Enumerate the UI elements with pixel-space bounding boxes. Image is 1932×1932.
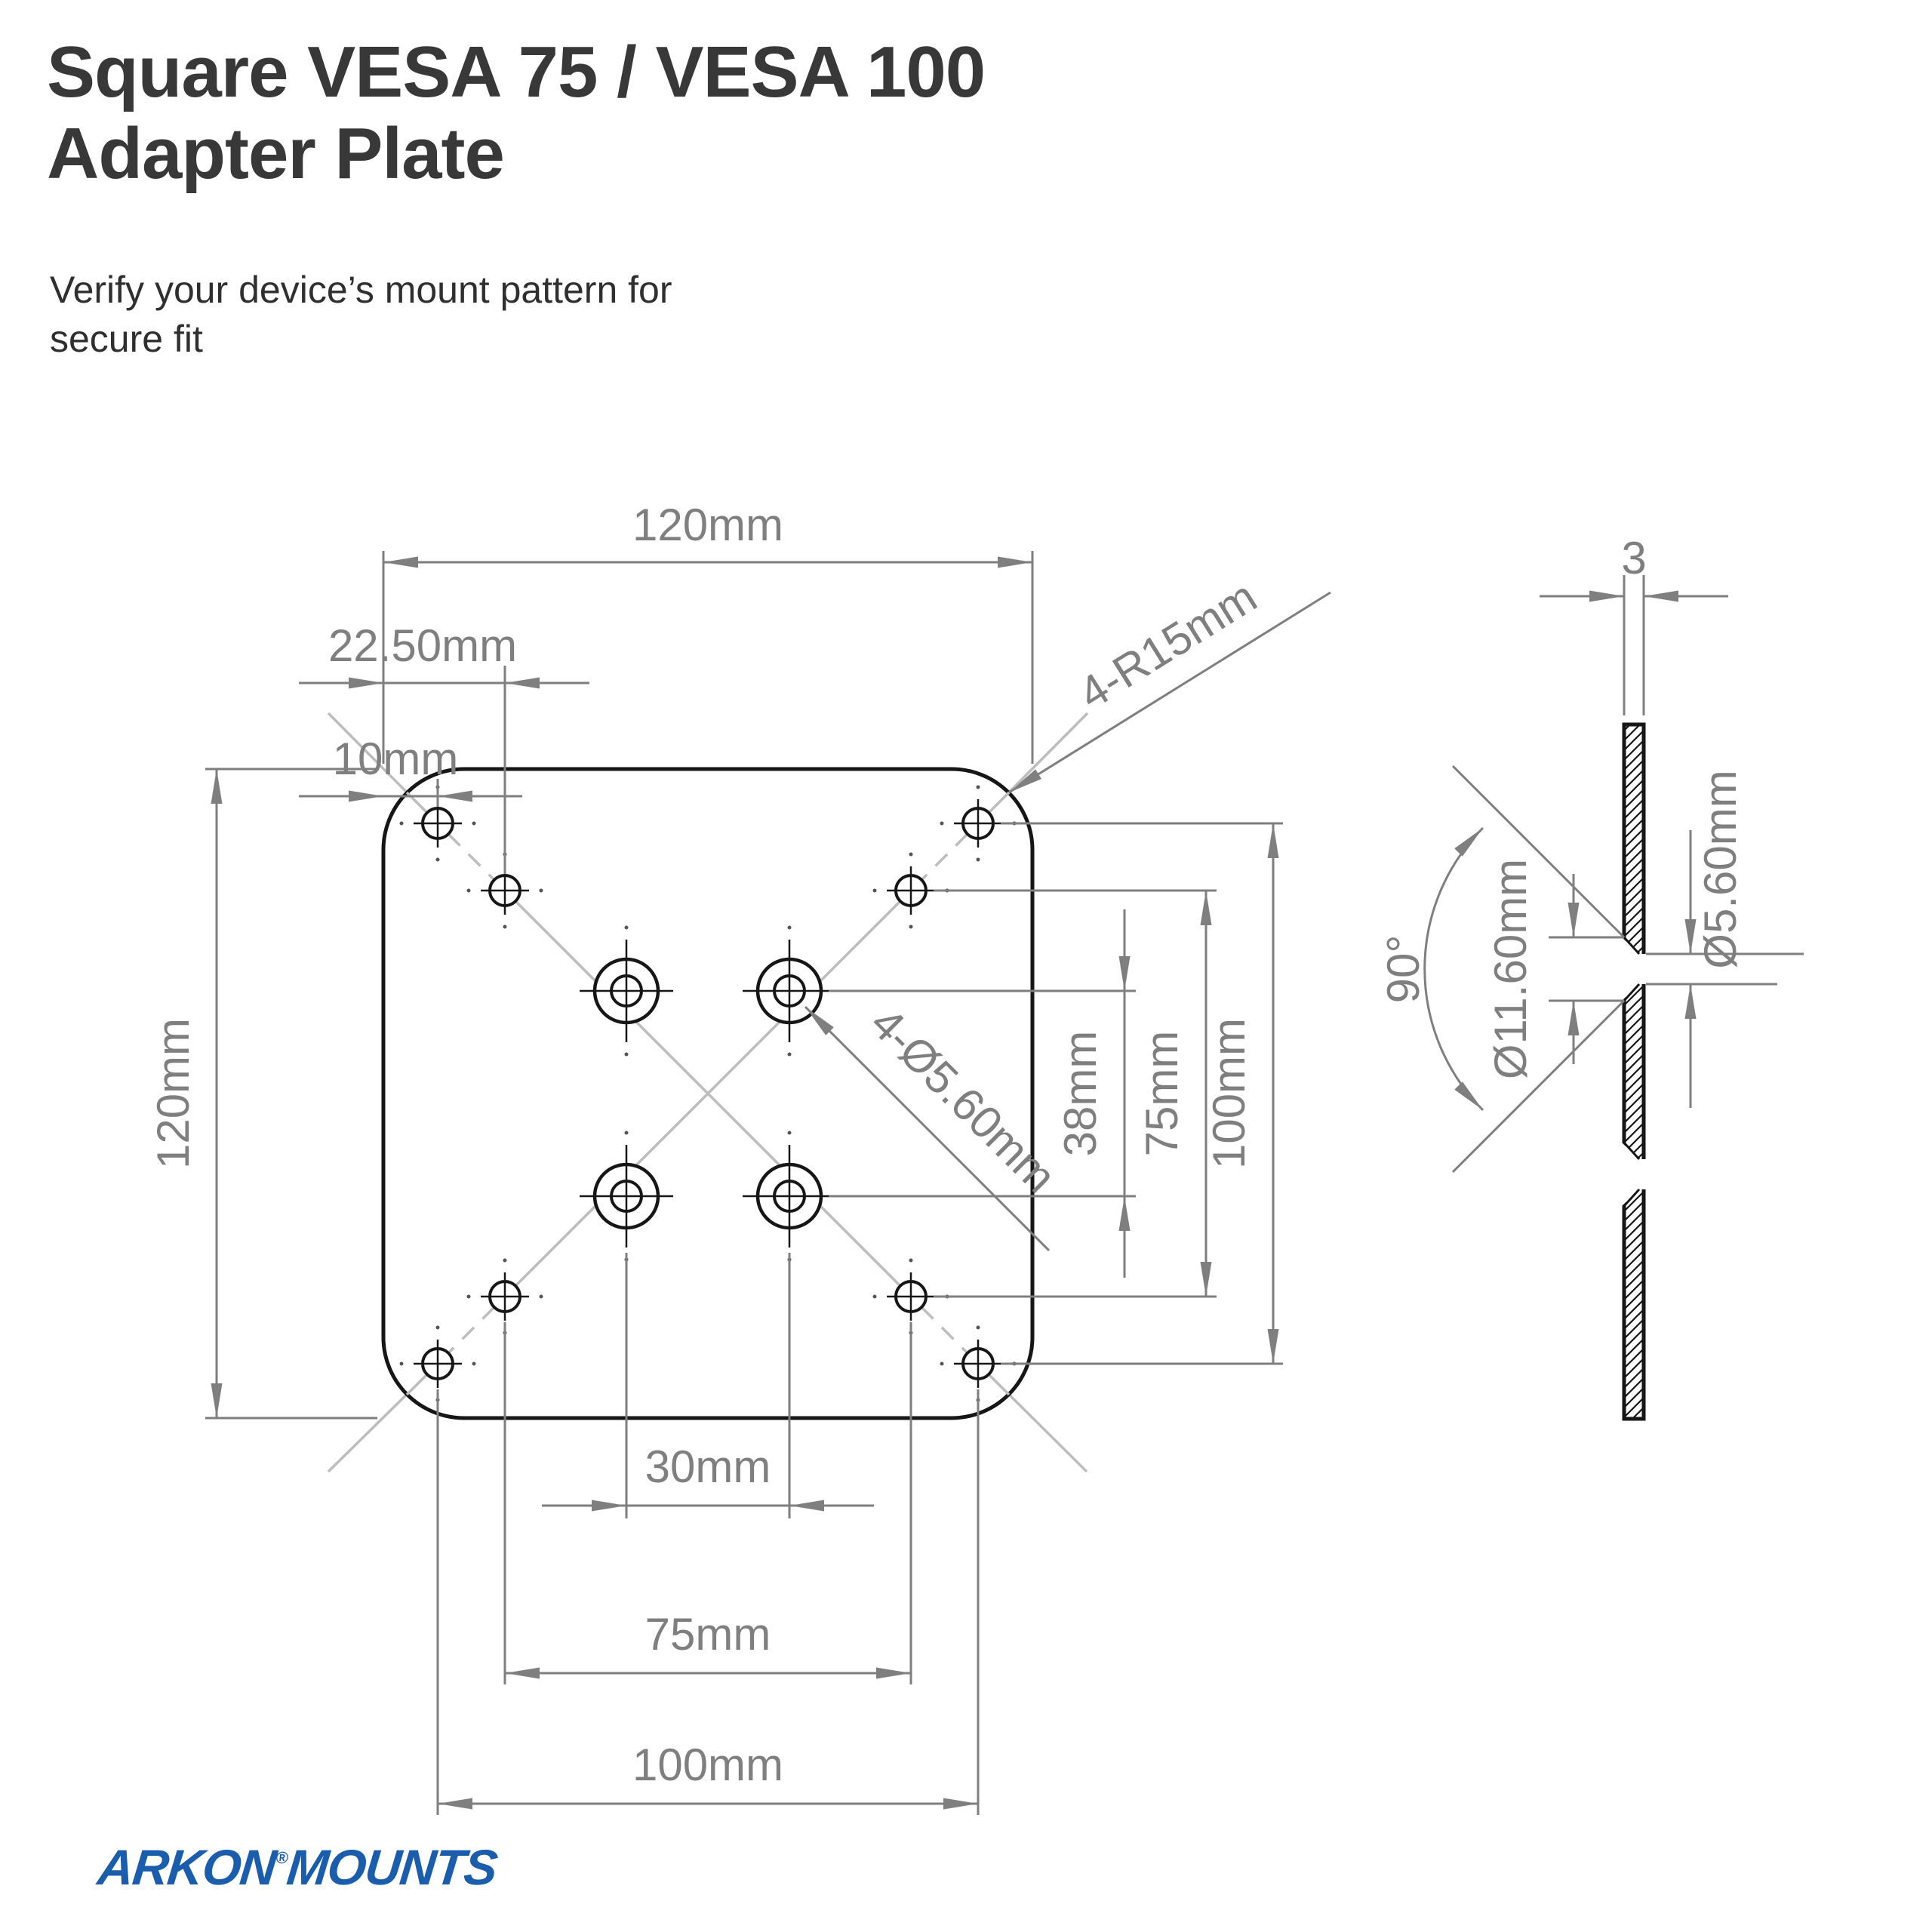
dim-label-plate-height: 120mm (148, 1018, 198, 1169)
page-title: Square VESA 75 / VESA 100 Adapter Plate (47, 32, 986, 194)
dim-label-countersink-angle: 90° (1378, 935, 1429, 1004)
dim-vesa75-width: 75mm (505, 1609, 911, 1679)
page-title-line1: Square VESA 75 / VESA 100 (47, 32, 986, 112)
front-view: 120mm 22.50mm 10mm 4-R15mm 4-Ø5.60mm (148, 500, 1331, 1815)
dim-label-corner-radius: 4-R15mm (1070, 571, 1266, 718)
page-subtitle-line2: secure fit (50, 318, 203, 360)
dim-label-vesa75-width: 75mm (645, 1609, 771, 1660)
side-view: 3 90° Ø11.60mm Ø5.60mm (1378, 533, 1804, 1421)
dim-label-amps-height: 38mm (1055, 1031, 1106, 1157)
dim-label-vesa75-height: 75mm (1137, 1031, 1187, 1157)
dim-through-hole-diameter: Ø5.60mm (1646, 770, 1804, 1108)
dim-label-vesa75-edge-inset: 22.50mm (328, 620, 517, 671)
dim-label-vesa100-height: 100mm (1204, 1018, 1254, 1169)
dim-thickness: 3 (1540, 533, 1728, 715)
dim-vesa100-edge-inset: 10mm (299, 734, 522, 807)
dim-amps-height: 38mm (1055, 909, 1131, 1278)
brand-logo: ARKON®MOUNTS (95, 1838, 500, 1896)
dim-countersink-angle: 90° (1378, 764, 1626, 1174)
dim-amps-width: 30mm (542, 1441, 874, 1512)
dim-vesa75-edge-inset: 22.50mm (299, 620, 589, 874)
section-countersink-hole-upper (1622, 936, 1646, 1002)
brand-logo-mounts: MOUNTS (284, 1839, 500, 1895)
dim-plate-width: 120mm (382, 500, 1034, 764)
dim-corner-radius: 4-R15mm (1008, 571, 1331, 794)
dim-bottom-extensions (436, 1253, 980, 1815)
dim-label-amps-width: 30mm (645, 1441, 771, 1492)
dim-vesa75-height: 75mm (1137, 891, 1212, 1297)
dim-vesa100-width: 100mm (438, 1740, 978, 1810)
dim-label-through-hole-diameter: Ø5.60mm (1695, 770, 1746, 968)
section-bar (1622, 722, 1646, 1421)
dim-label-plate-width: 120mm (632, 500, 783, 550)
dim-label-thickness: 3 (1621, 533, 1646, 583)
dim-label-countersink-diameter: Ø11.60mm (1485, 859, 1536, 1079)
dim-right-extensions (829, 822, 1283, 1365)
page-subtitle-line1: Verify your device’s mount pattern for (50, 269, 672, 311)
brand-logo-arkon: ARKON (95, 1839, 278, 1895)
dim-vesa100-height: 100mm (1204, 823, 1279, 1364)
dim-label-vesa100-width: 100mm (632, 1740, 783, 1790)
construction-diagonals-inner (405, 791, 1011, 1396)
section-countersink-hole-lower (1622, 1141, 1646, 1208)
dim-label-vesa100-edge-inset: 10mm (333, 734, 459, 784)
dim-plate-height: 120mm (148, 768, 377, 1420)
page-title-line2: Adapter Plate (47, 112, 505, 194)
page-subtitle: Verify your device’s mount pattern for s… (50, 266, 672, 364)
dim-countersink-diameter: Ø11.60mm (1485, 859, 1624, 1079)
